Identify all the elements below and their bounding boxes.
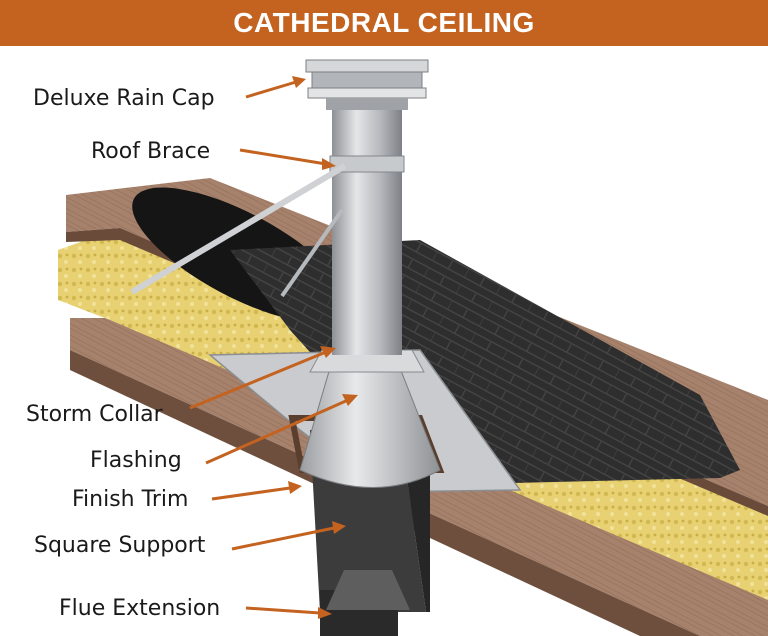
rain-cap-lip <box>307 87 427 99</box>
arrow-flue-extension <box>245 606 321 615</box>
label-flashing: Flashing <box>90 448 182 473</box>
arrow-roof-brace <box>239 148 327 166</box>
arrowhead-rain-cap <box>292 76 306 88</box>
arrow-flashing <box>205 398 349 465</box>
rain-cap-top <box>305 59 429 73</box>
label-roof-brace: Roof Brace <box>91 139 211 164</box>
arrowhead-finish-trim <box>288 481 302 494</box>
arrow-square-support <box>231 526 335 551</box>
rain-cap-collar <box>326 98 408 110</box>
arrowhead-storm-collar <box>320 346 336 358</box>
arrowhead-roof-brace <box>322 158 336 170</box>
flue-extension-cone <box>326 570 410 610</box>
storm-collar-cone <box>299 367 441 488</box>
roof-brace-rod-2 <box>280 208 344 298</box>
chimney-illustration <box>58 59 768 636</box>
chimney-pipe <box>332 100 402 355</box>
title-banner: CATHEDRAL CEILING <box>0 0 768 46</box>
label-flue-extension: Flue Extension <box>59 596 221 621</box>
label-storm-collar: Storm Collar <box>26 402 163 427</box>
rain-cap-body <box>311 71 423 91</box>
label-square-support: Square Support <box>34 533 206 558</box>
arrowhead-flashing <box>342 394 358 406</box>
arrowhead-flue-extension <box>318 607 332 619</box>
label-rain-cap: Deluxe Rain Cap <box>33 86 215 111</box>
arrowhead-square-support <box>332 521 346 534</box>
arrow-finish-trim <box>211 486 291 501</box>
arrow-rain-cap <box>245 80 297 99</box>
roof-brace-rod <box>130 163 347 295</box>
arrow-storm-collar <box>189 350 327 410</box>
diagram-title: CATHEDRAL CEILING <box>233 7 535 38</box>
leader-arrows <box>189 76 358 619</box>
label-finish-trim: Finish Trim <box>72 487 189 512</box>
